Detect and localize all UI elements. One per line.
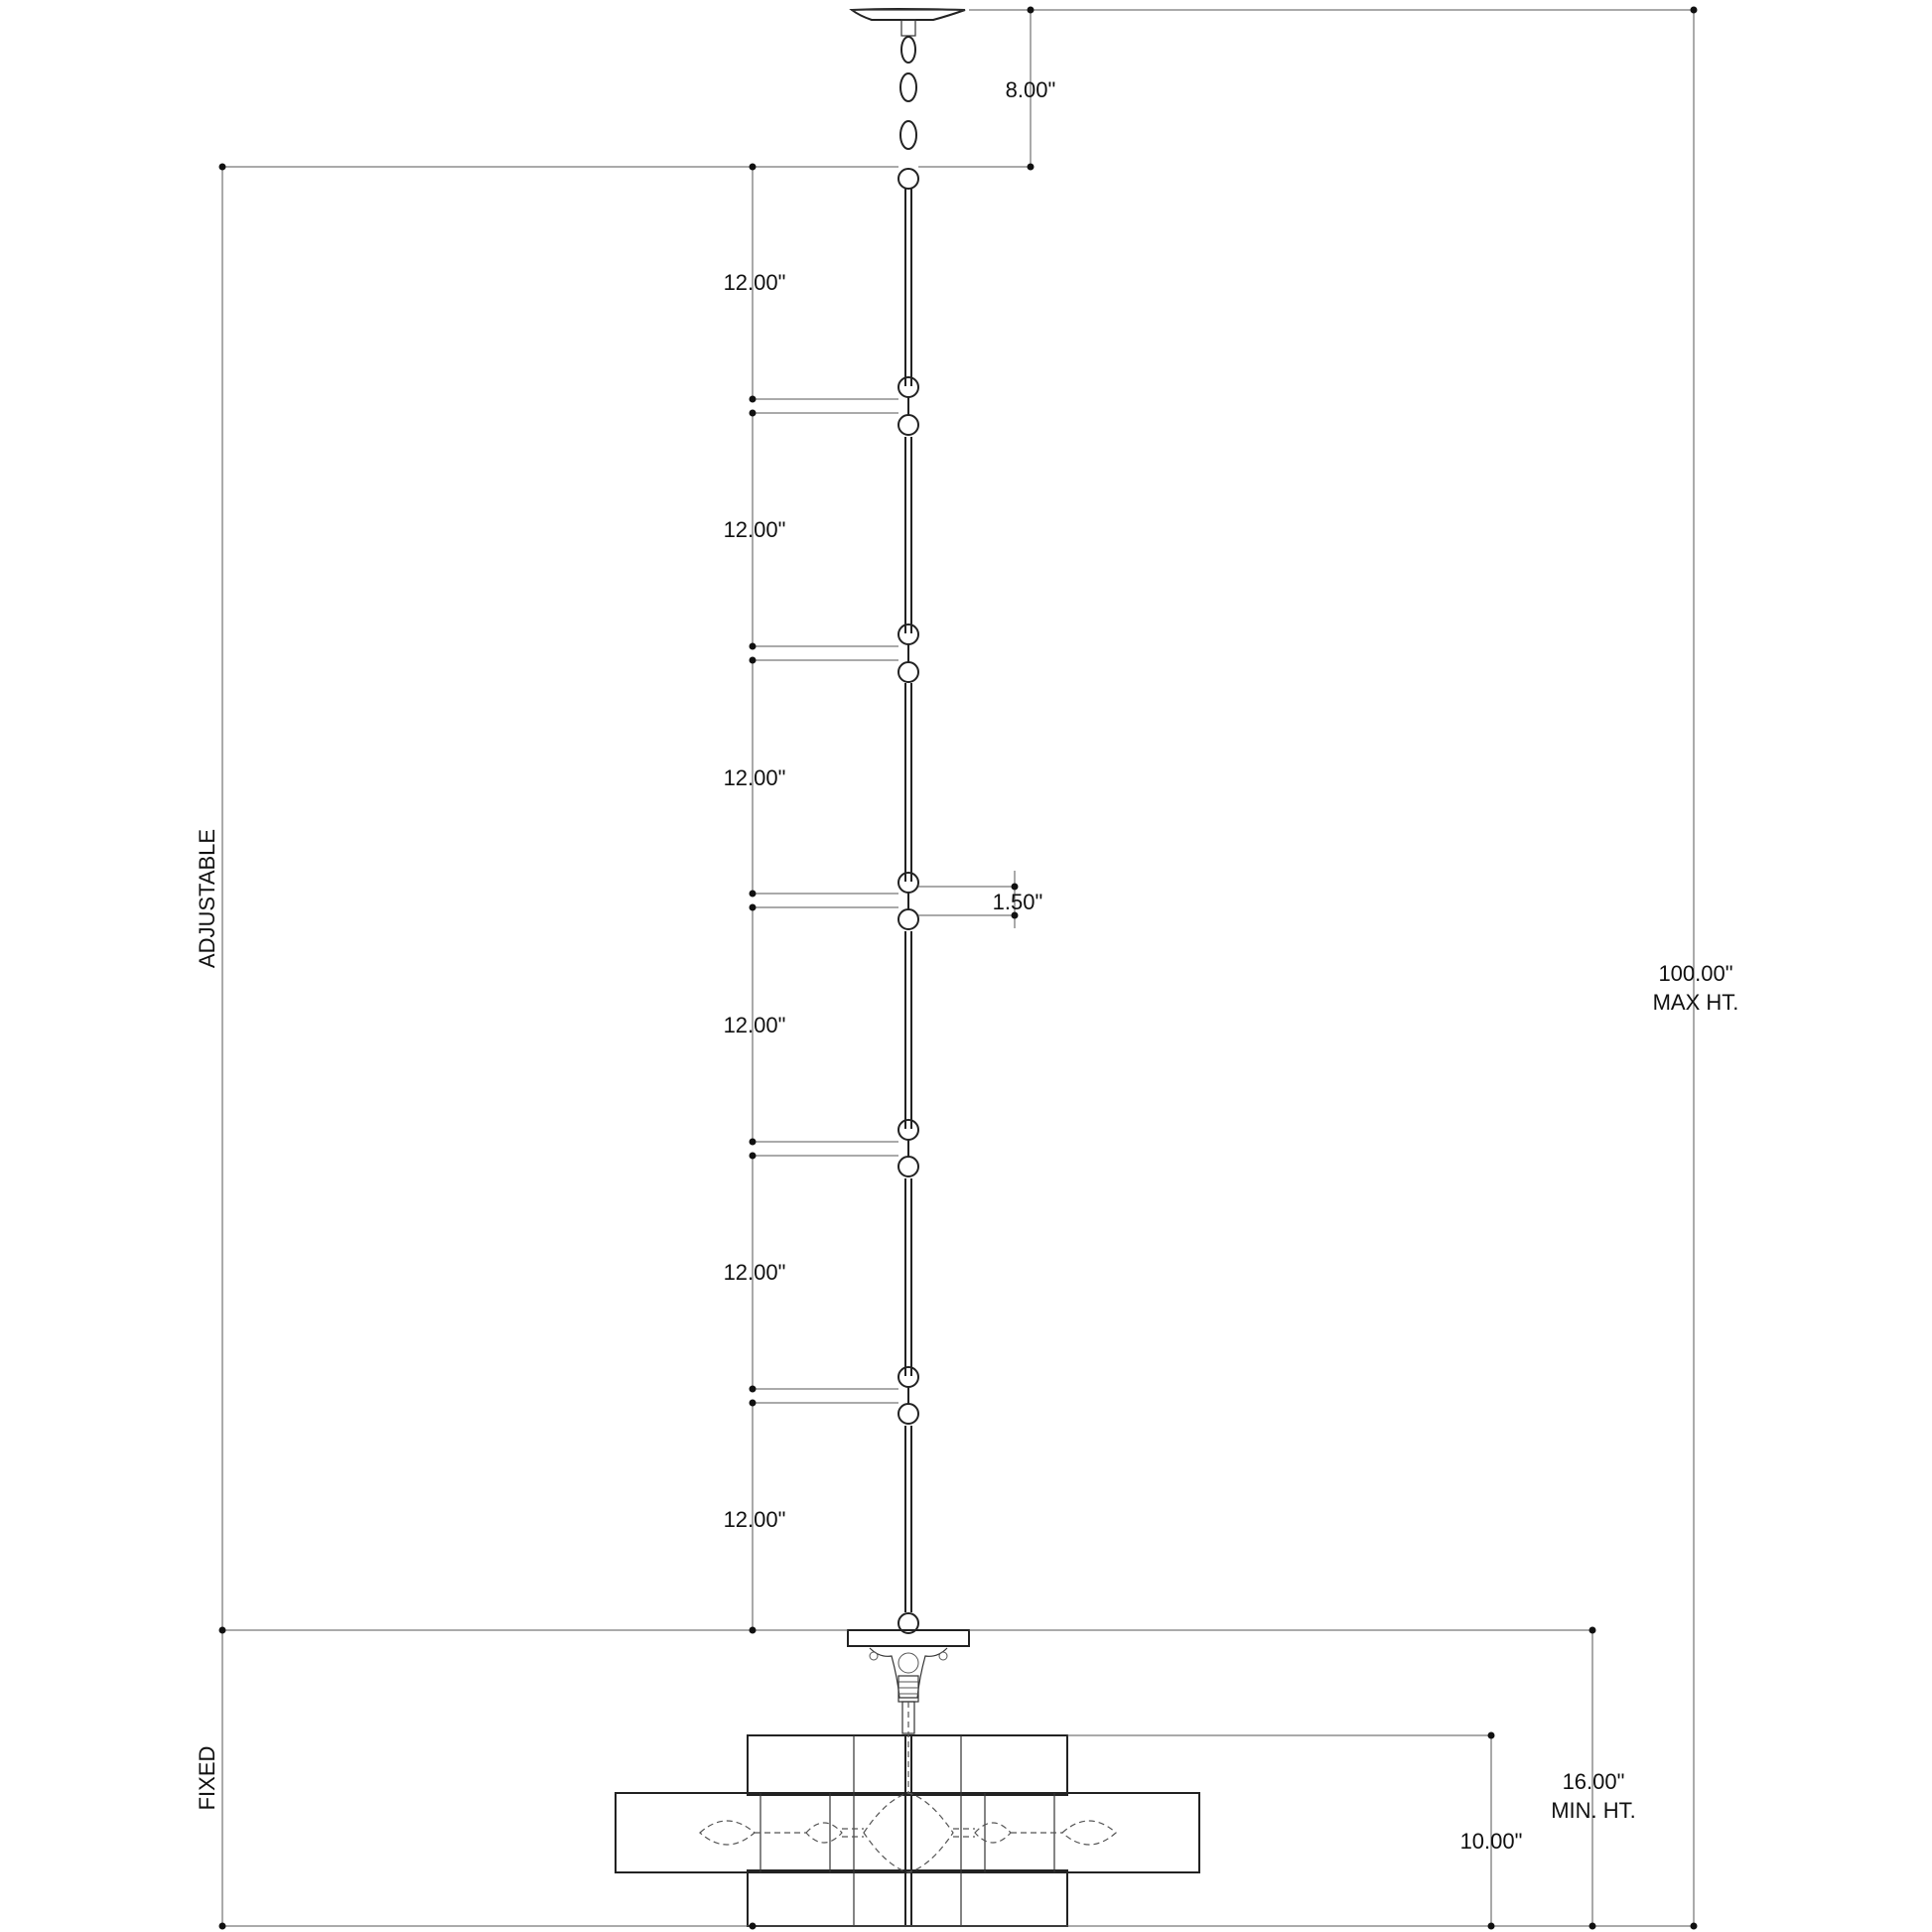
dimension-labels: 8.00" 12.00" 12.00" 12.00" 12.00" 12.00"… [195, 77, 1738, 1854]
canopy-chain-dimension: 8.00" [1006, 77, 1056, 102]
segment-dimension-3: 12.00" [724, 765, 786, 790]
fixture-hub [847, 1629, 970, 1734]
min-height-note: MIN. HT. [1551, 1798, 1636, 1823]
dimension-terminators [218, 6, 1698, 1930]
chain-links [897, 376, 919, 1634]
adjustable-label: ADJUSTABLE [195, 829, 219, 968]
link-gap-dimension: 1.50" [993, 890, 1043, 914]
segment-dimension-1: 12.00" [724, 270, 786, 295]
max-height-value: 100.00" [1658, 961, 1732, 986]
segment-dimension-6: 12.00" [724, 1507, 786, 1532]
segment-dimension-2: 12.00" [724, 517, 786, 542]
segment-dimension-5: 12.00" [724, 1260, 786, 1285]
upper-chain [897, 36, 919, 190]
max-height-note: MAX HT. [1653, 990, 1739, 1015]
min-height-value: 16.00" [1563, 1769, 1625, 1794]
fixed-label: FIXED [195, 1746, 219, 1811]
ceiling-canopy [849, 8, 966, 37]
shade-height-dimension: 10.00" [1460, 1829, 1523, 1854]
dimension-lines [221, 9, 1695, 1927]
segment-dimension-4: 12.00" [724, 1013, 786, 1037]
hidden-candle-arms [699, 1702, 1117, 1873]
stem-rods [904, 189, 912, 1612]
